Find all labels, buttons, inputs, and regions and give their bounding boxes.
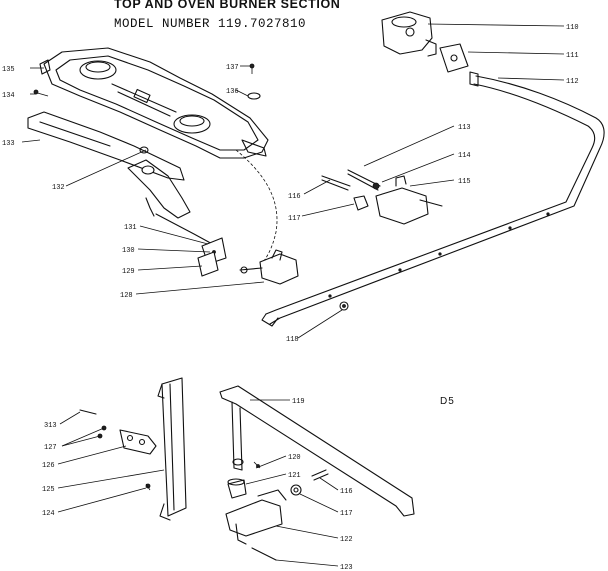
model-number: MODEL NUMBER 119.7027810 xyxy=(114,17,307,31)
callout-132: 132 xyxy=(52,184,65,192)
pilot-assembly xyxy=(145,197,299,285)
callout-113: 113 xyxy=(458,124,471,132)
callout-124: 124 xyxy=(42,510,55,518)
callout-130: 130 xyxy=(122,247,135,255)
callout-118: 118 xyxy=(286,336,299,344)
callout-123: 123 xyxy=(340,564,353,571)
callout-114: 114 xyxy=(458,152,471,160)
ignitor-bracket-assembly xyxy=(79,377,187,521)
callout-110: 110 xyxy=(566,24,579,32)
callout-131: 131 xyxy=(124,224,137,232)
manifold-assembly xyxy=(261,11,605,327)
diagram-title: TOP AND OVEN BURNER SECTION xyxy=(114,0,341,11)
callout-111: 111 xyxy=(566,52,579,60)
oven-burner-assembly xyxy=(219,385,415,561)
callout-120: 120 xyxy=(288,454,301,462)
callout-129: 129 xyxy=(122,268,135,276)
callout-128: 128 xyxy=(120,292,133,300)
callout-313: 313 xyxy=(44,422,57,430)
leader-lines xyxy=(21,23,565,567)
callout-126: 126 xyxy=(42,462,55,470)
callout-115: 115 xyxy=(458,178,471,186)
callout-112: 112 xyxy=(566,78,579,86)
callout-122: 122 xyxy=(340,536,353,544)
callout-135: 135 xyxy=(2,66,15,74)
section-label: D5 xyxy=(440,396,455,407)
callout-119: 119 xyxy=(292,398,305,406)
callout-133: 133 xyxy=(2,140,15,148)
callout-116-lower: 116 xyxy=(340,488,353,496)
callout-136: 136 xyxy=(226,88,239,96)
callout-127: 127 xyxy=(44,444,57,452)
top-burner-assembly xyxy=(27,47,278,265)
callout-125: 125 xyxy=(42,486,55,494)
callout-117: 117 xyxy=(288,215,301,223)
callout-117-lower: 117 xyxy=(340,510,353,518)
callout-134: 134 xyxy=(2,92,15,100)
callout-numbers: 110 111 112 113 114 115 116 117 118 135 … xyxy=(2,24,579,571)
callout-121: 121 xyxy=(288,472,301,480)
callout-116: 116 xyxy=(288,193,301,201)
callout-137: 137 xyxy=(226,64,239,72)
